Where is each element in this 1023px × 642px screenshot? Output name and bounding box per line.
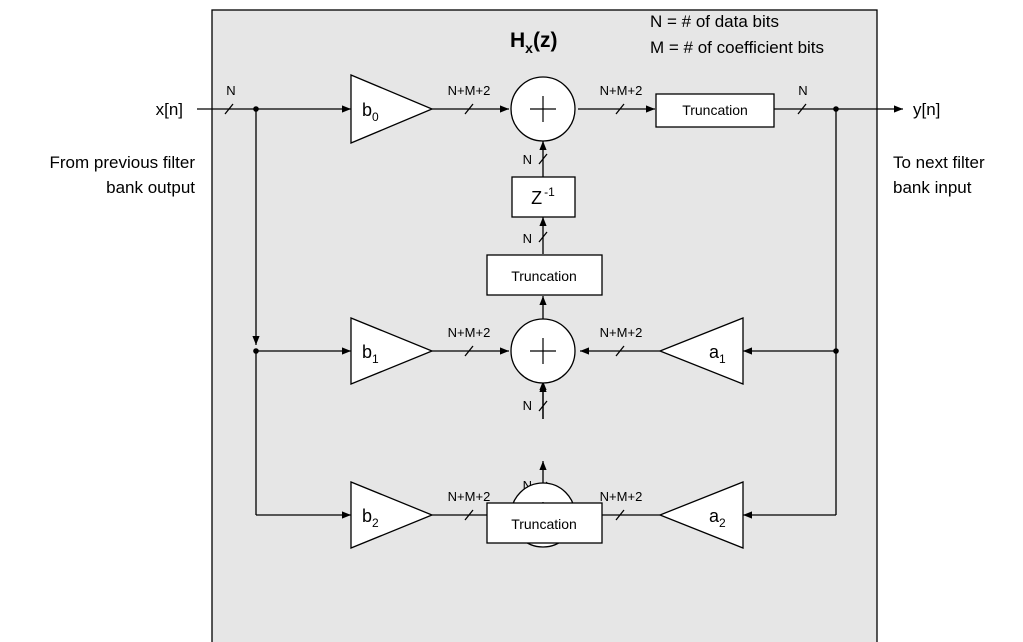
- bus-label-b2: N+M+2: [448, 489, 491, 504]
- bus-label-adder0-out: N+M+2: [600, 83, 643, 98]
- svg-text:b1: b1: [362, 342, 379, 366]
- svg-text:a2: a2: [709, 506, 726, 530]
- gain-b2: b2: [350, 481, 434, 549]
- bus-label-b0: N+M+2: [448, 83, 491, 98]
- input-signal-label: x[n]: [156, 100, 183, 119]
- svg-text:Z-1: Z-1: [531, 185, 555, 208]
- junction-dot: [833, 106, 839, 112]
- filter-title: Hx(z): [510, 29, 557, 56]
- gain-a2: a2: [658, 481, 744, 549]
- svg-text:Truncation: Truncation: [682, 102, 748, 118]
- bus-label-a1: N+M+2: [600, 325, 643, 340]
- truncation-stage2-label: Truncation: [511, 516, 577, 532]
- adder-1: [510, 318, 576, 384]
- bus-label-input: N: [226, 83, 235, 98]
- output-signal-label: y[n]: [913, 100, 940, 119]
- gain-b0: b0: [350, 74, 434, 144]
- junction-dot: [833, 348, 839, 354]
- svg-text:Truncation: Truncation: [511, 268, 577, 284]
- input-desc-line1: From previous filter: [50, 153, 196, 172]
- bus-label-trunc1-out: N: [523, 231, 532, 246]
- output-desc-line1: To next filter: [893, 153, 985, 172]
- svg-text:a1: a1: [709, 342, 726, 366]
- truncation-output: Truncation: [655, 93, 775, 128]
- junction-dot: [253, 106, 259, 112]
- svg-text:b0: b0: [362, 100, 379, 124]
- legend-m-definition: M = # of coefficient bits: [650, 38, 824, 57]
- gain-b1: b1: [350, 317, 434, 385]
- bus-label-b1: N+M+2: [448, 325, 491, 340]
- output-desc-line2: bank input: [893, 178, 972, 197]
- truncation-stage2: Truncation: [486, 502, 603, 544]
- gain-a1: a1: [658, 317, 744, 385]
- bus-label-output: N: [798, 83, 807, 98]
- bus-label-trunc2-out: N: [523, 478, 532, 493]
- legend-n-definition: N = # of data bits: [650, 12, 779, 31]
- bus-label-a2: N+M+2: [600, 489, 643, 504]
- truncation-stage1: Truncation: [486, 254, 603, 296]
- adder-0: [510, 76, 576, 142]
- delay-z1: Z-1: [511, 176, 576, 218]
- bus-label-z2-out: N: [523, 398, 532, 413]
- bus-label-z1-out: N: [523, 152, 532, 167]
- junction-dot: [253, 348, 259, 354]
- input-desc-line2: bank output: [106, 178, 195, 197]
- svg-text:b2: b2: [362, 506, 379, 530]
